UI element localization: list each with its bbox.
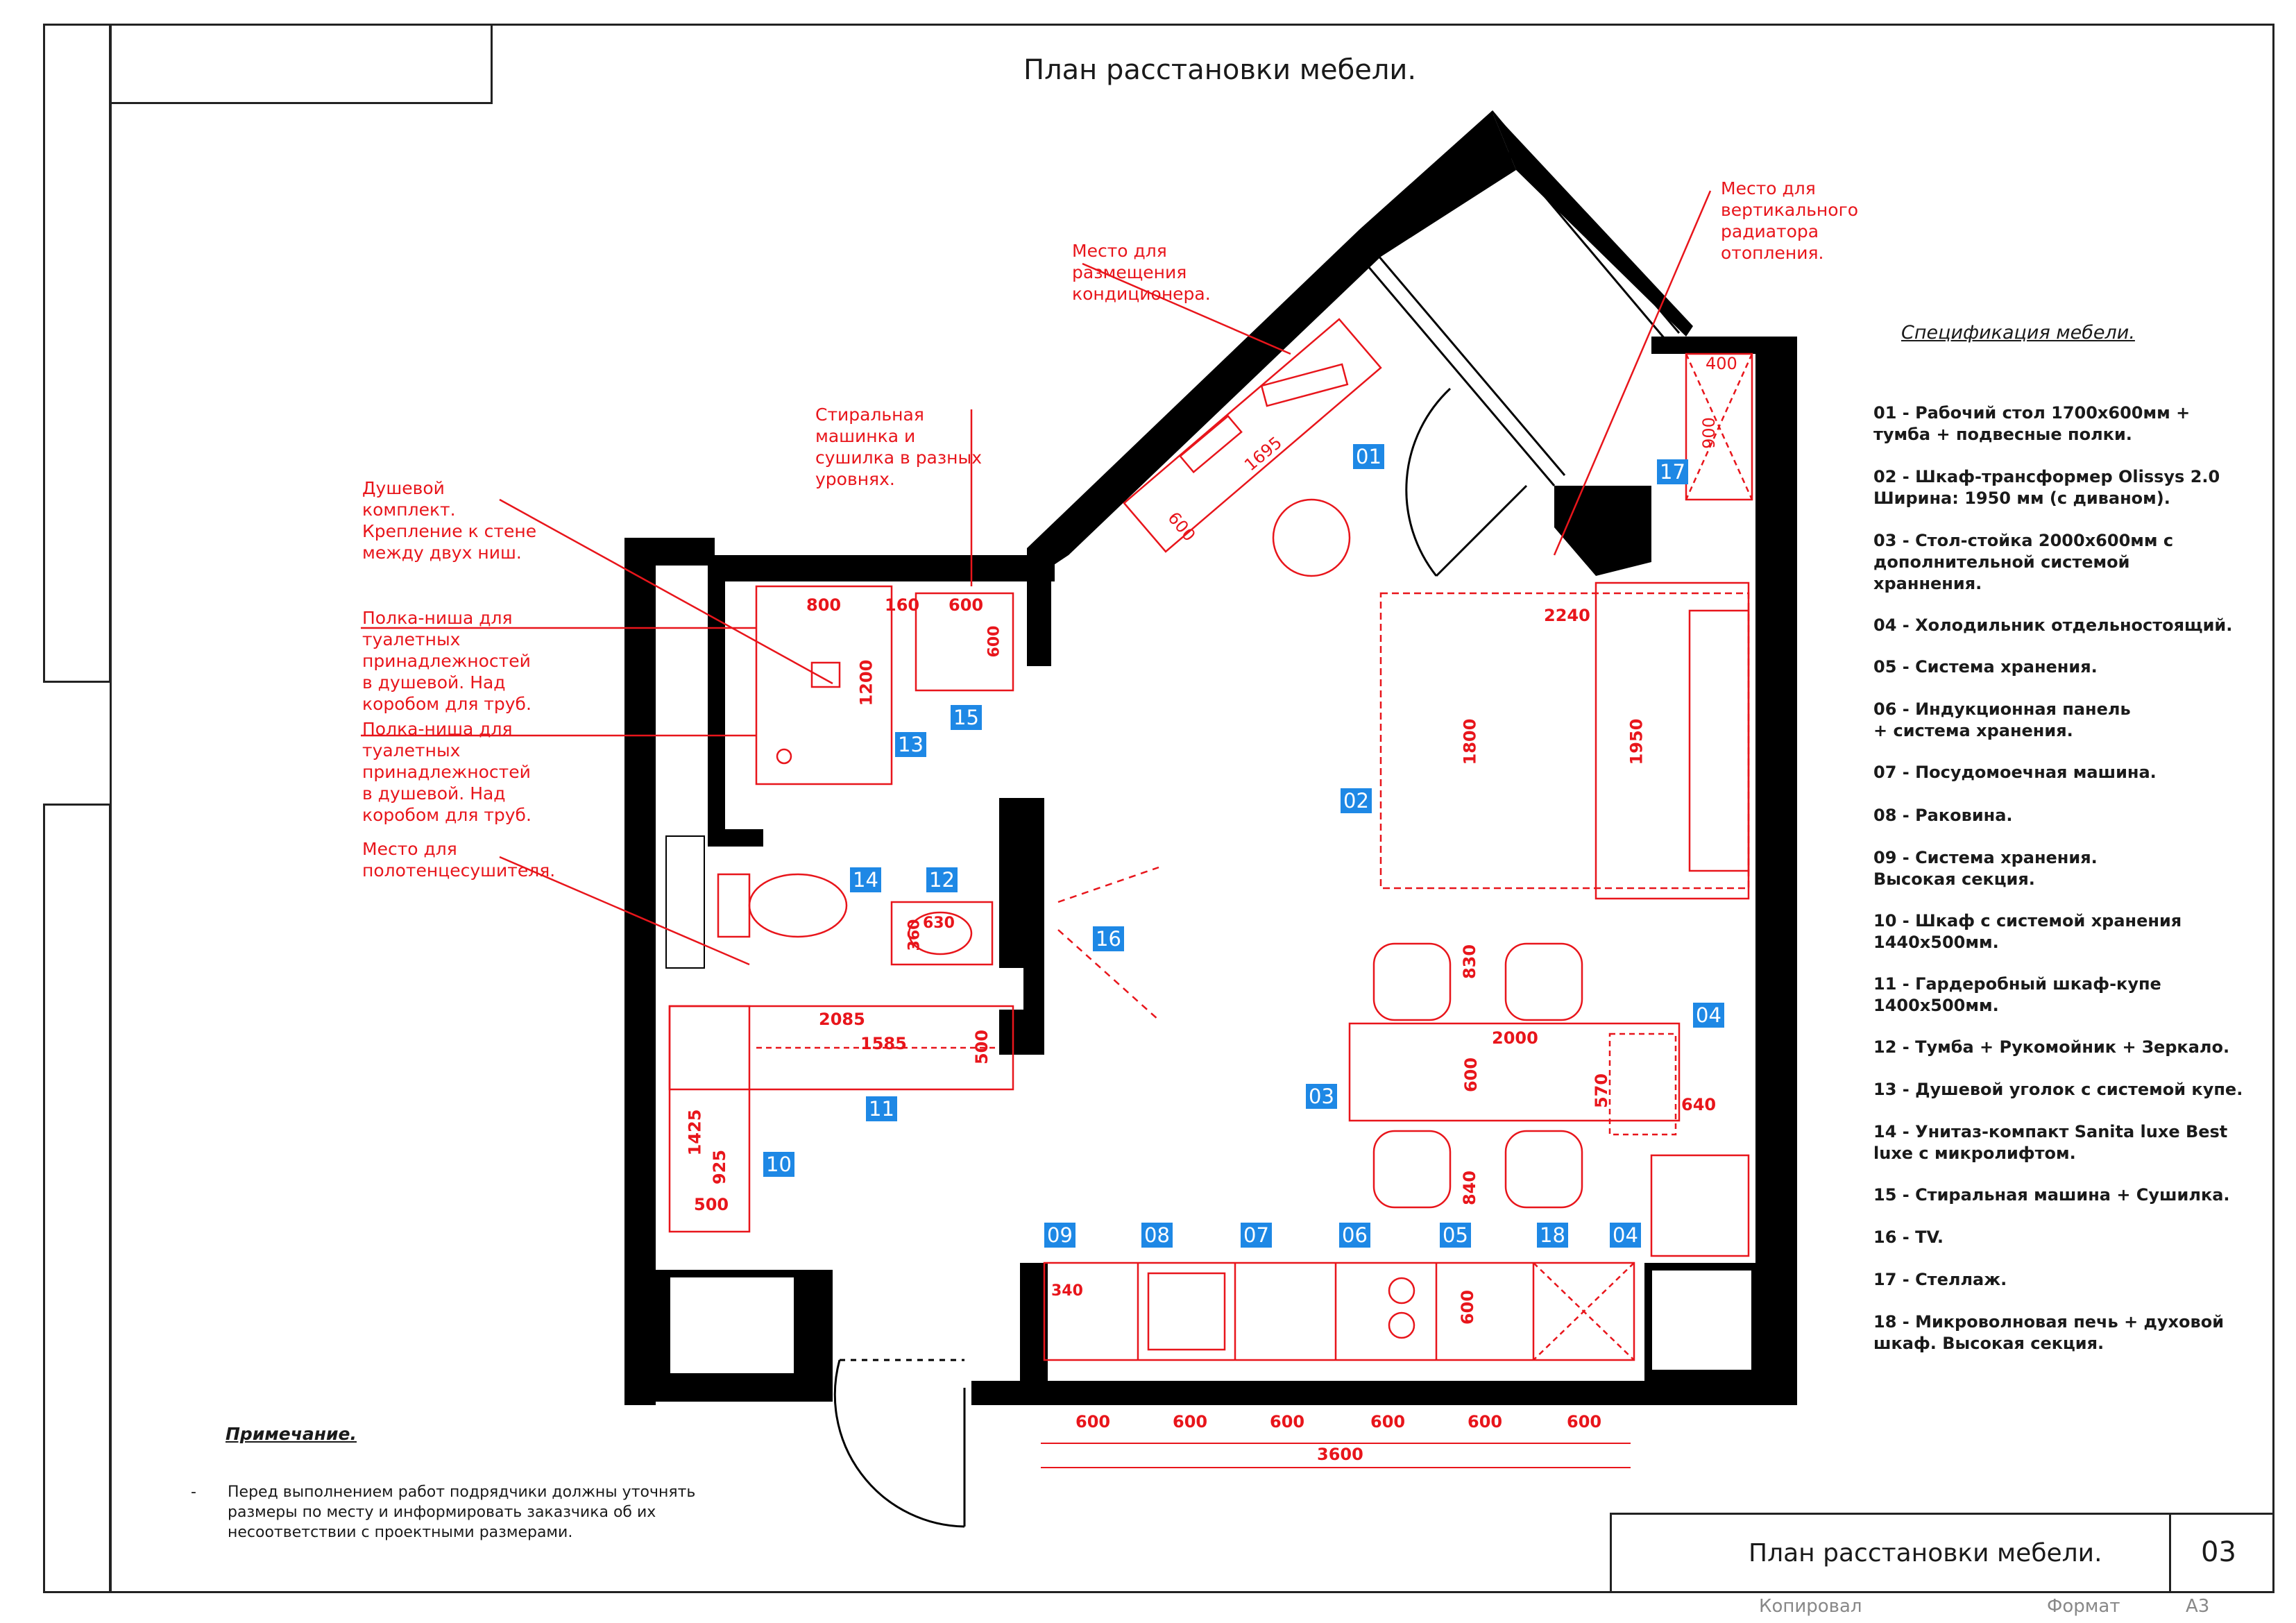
dim-1800: 1800 [1460, 718, 1480, 765]
dim-570: 570 [1592, 1073, 1612, 1109]
stamp-title: План расстановки мебели. [1749, 1539, 2102, 1567]
bottom-stamp-sheet-cell [2169, 1513, 2274, 1593]
badge-16: 16 [1093, 926, 1124, 951]
dim-400: 400 [1706, 354, 1737, 373]
badge-05: 05 [1440, 1223, 1471, 1248]
badge-11: 11 [866, 1096, 897, 1121]
dim-500-wardrobe: 500 [972, 1029, 992, 1065]
sheet-number: 03 [2201, 1536, 2236, 1568]
dim-bottom-5: 600 [1468, 1412, 1503, 1431]
dim-2240: 2240 [1544, 606, 1590, 625]
spec-item-13: 13 - Душевой уголок с системой купе. [1873, 1080, 2243, 1099]
badge-12: 12 [926, 867, 958, 892]
badge-03: 03 [1306, 1084, 1337, 1109]
badge-14: 14 [850, 867, 881, 892]
copied-label: Копировал [1759, 1596, 1862, 1617]
spec-item-15: 15 - Стиральная машина + Сушилка. [1873, 1185, 2230, 1205]
spec-item-05: 05 - Система хранения. [1873, 657, 2098, 677]
dim-2085: 2085 [819, 1010, 865, 1029]
note-bullet: - [191, 1484, 196, 1501]
badge-18: 18 [1537, 1223, 1568, 1248]
dim-640: 640 [1681, 1095, 1717, 1114]
dim-3600: 3600 [1317, 1445, 1363, 1464]
spec-item-09: 09 - Система хранения.Высокая секция. [1873, 848, 2098, 889]
dim-1585: 1585 [860, 1034, 907, 1053]
note-text: Перед выполнением работ подрядчики должн… [228, 1484, 696, 1541]
note-title: Примечание. [226, 1424, 357, 1444]
spec-item-08: 08 - Раковина. [1873, 806, 2013, 825]
badge-01: 01 [1353, 444, 1384, 469]
dim-bottom-2: 600 [1173, 1412, 1208, 1431]
dim-840: 840 [1460, 1170, 1480, 1206]
format-label: Формат [2047, 1596, 2120, 1617]
badge-04-fridge: 04 [1693, 1003, 1724, 1028]
dim-bottom-1: 600 [1075, 1412, 1111, 1431]
badge-15: 15 [951, 705, 982, 730]
dim-600-table: 600 [1461, 1057, 1481, 1093]
spec-item-12: 12 - Тумба + Рукомойник + Зеркало. [1873, 1037, 2230, 1057]
badge-02: 02 [1341, 788, 1372, 813]
badge-07: 07 [1241, 1223, 1272, 1248]
badge-06: 06 [1339, 1223, 1370, 1248]
badge-10: 10 [763, 1152, 794, 1177]
left-title-strip-top [43, 24, 111, 683]
dim-1200: 1200 [856, 659, 876, 706]
dim-830: 830 [1460, 944, 1480, 980]
badge-09: 09 [1044, 1223, 1075, 1248]
dim-900: 900 [1699, 417, 1719, 449]
dim-500-cabinet: 500 [694, 1195, 729, 1214]
dim-630: 630 [923, 915, 955, 932]
spec-item-06: 06 - Индукционная панель+ система хранен… [1873, 699, 2131, 740]
format-value: А3 [2186, 1596, 2210, 1617]
spec-heading: Спецификация мебели. [1901, 322, 2135, 343]
spec-item-07: 07 - Посудомоечная машина. [1873, 763, 2157, 782]
dim-340: 340 [1051, 1282, 1083, 1300]
badge-17: 17 [1657, 459, 1688, 484]
badge-08: 08 [1141, 1223, 1173, 1248]
dim-2000: 2000 [1492, 1028, 1538, 1048]
dim-600-washer-depth: 600 [985, 625, 1003, 658]
spec-item-04: 04 - Холодильник отдельностоящий. [1873, 615, 2233, 635]
spec-item-16: 16 - TV. [1873, 1227, 1944, 1247]
dim-bottom-3: 600 [1270, 1412, 1305, 1431]
badge-04-kitchen: 04 [1610, 1223, 1641, 1248]
dim-1425: 1425 [685, 1109, 705, 1156]
top-left-stamp [110, 24, 493, 104]
dim-bottom-4: 600 [1370, 1412, 1406, 1431]
left-title-strip-bottom [43, 804, 111, 1593]
page-title: План расстановки мебели. [1023, 54, 1417, 86]
badge-13: 13 [895, 732, 926, 757]
spec-item-17: 17 - Стеллаж. [1873, 1270, 2007, 1289]
dim-bottom-6: 600 [1567, 1412, 1602, 1431]
dim-160: 160 [885, 595, 920, 615]
dim-1950: 1950 [1626, 718, 1647, 765]
dim-600-washer: 600 [949, 595, 984, 615]
dim-925: 925 [710, 1149, 730, 1185]
spec-item-01: 01 - Рабочий стол 1700х600мм +тумба + по… [1873, 403, 2191, 444]
dim-360: 360 [905, 919, 924, 951]
dim-800: 800 [806, 595, 842, 615]
walls [624, 111, 1797, 1405]
dim-600-kitchen: 600 [1458, 1289, 1478, 1325]
